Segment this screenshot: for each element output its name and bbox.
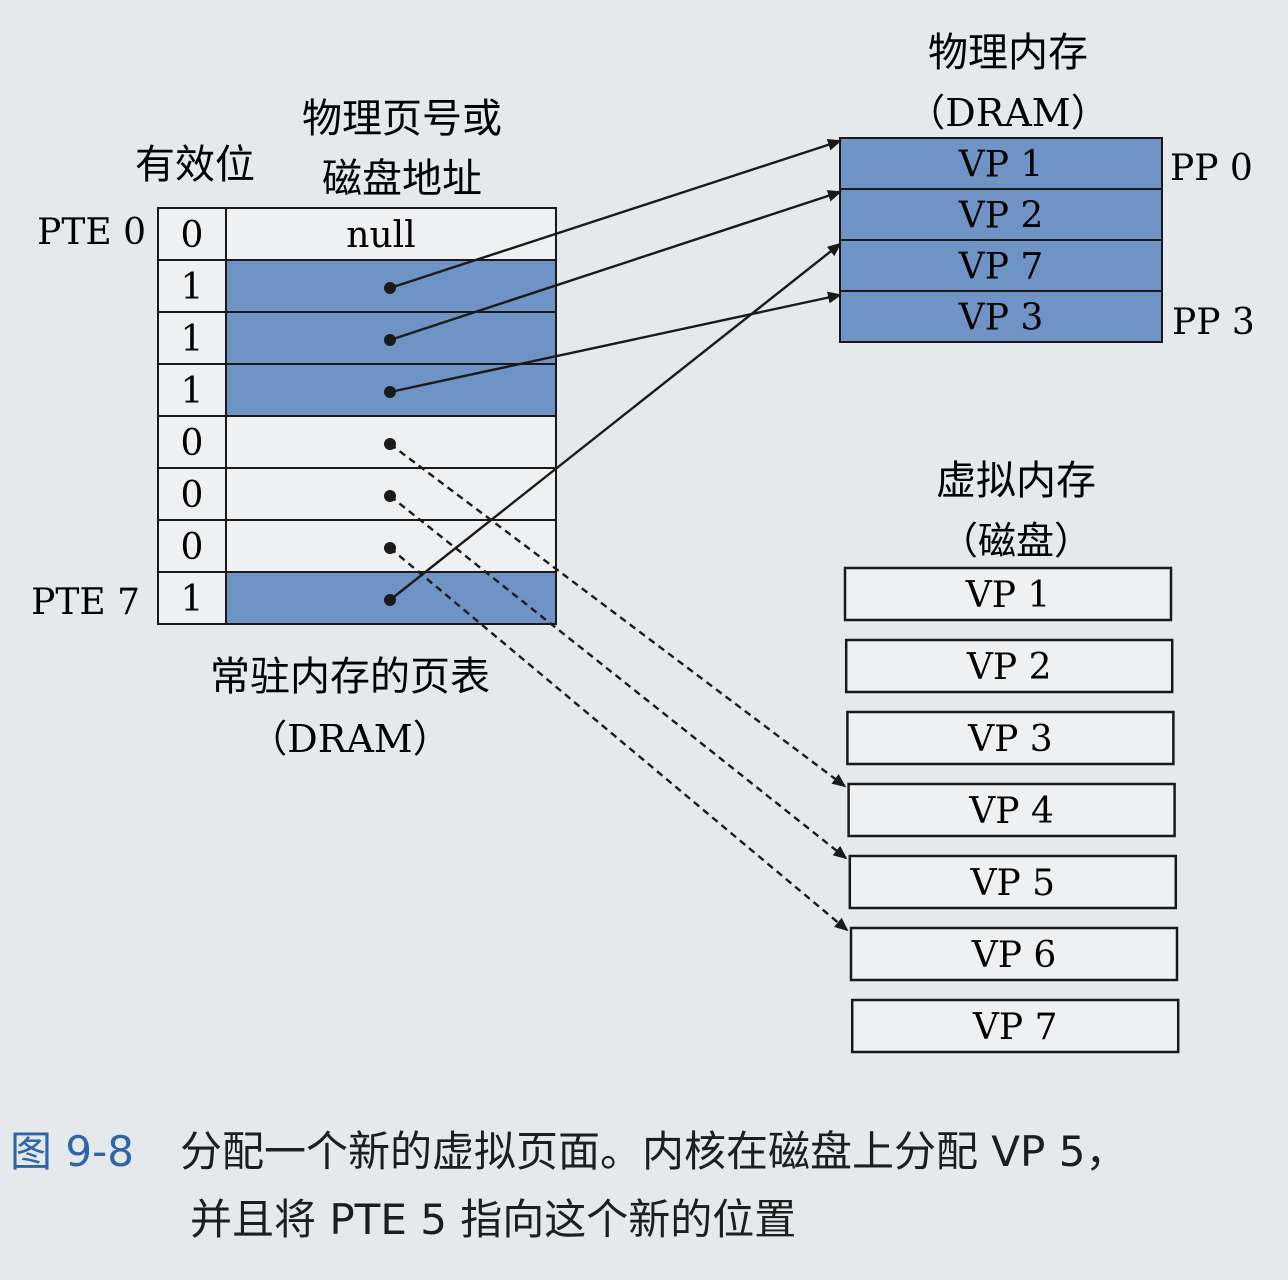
virtual-page-1: VP 2	[844, 638, 1174, 694]
address-header-line1: 物理页号或	[302, 96, 502, 142]
virtual-memory-disk: VP 1 VP 2 VP 3 VP 4 VP 5 VP 6 VP 7	[843, 566, 1180, 1054]
virtual-page-cell	[847, 782, 1176, 838]
pte-valid-bit: 1	[181, 267, 204, 308]
virtual-page-label: VP 4	[968, 791, 1054, 832]
physical-page-cell	[839, 137, 1163, 190]
pte-valid-bit: 0	[181, 475, 204, 516]
page-table-subtitle: （DRAM）	[249, 717, 450, 761]
pte-valid-bit: 1	[181, 319, 204, 360]
physical-page-1: VP 2	[839, 188, 1163, 241]
virtual-page-label: VP 5	[970, 863, 1056, 904]
pte-valid-bit: 0	[181, 215, 204, 256]
virtual-page-cell	[846, 710, 1175, 766]
pte-7-arrow	[389, 242, 842, 601]
physical-memory-subtitle: （DRAM）	[907, 91, 1108, 135]
pte-valid-bit: 1	[181, 579, 204, 620]
physical-page-label: VP 1	[958, 145, 1044, 186]
virtual-page-label: VP 7	[972, 1007, 1058, 1048]
pte-address-text: null	[346, 215, 415, 256]
virtual-page-label: VP 1	[965, 575, 1051, 616]
caption-line-1: 分配一个新的虚拟页面。内核在磁盘上分配 VP 5，	[179, 1127, 1128, 1176]
page-table: 0 null 1 1 1 0 0 0 1	[157, 207, 557, 625]
pte-arrows	[389, 139, 849, 932]
virtual-page-label: VP 6	[971, 935, 1057, 976]
pte-row-2: 1	[157, 311, 557, 365]
physical-page-2: VP 7	[839, 239, 1163, 292]
virtual-page-2: VP 3	[846, 710, 1175, 766]
virtual-page-3: VP 4	[847, 782, 1176, 838]
pte-6-arrow	[389, 547, 849, 932]
virtual-page-cell	[844, 638, 1174, 694]
physical-page-0: VP 1	[839, 137, 1163, 190]
physical-page-cell	[839, 290, 1163, 343]
virtual-page-cell	[849, 926, 1179, 982]
address-header-line2: 磁盘地址	[322, 156, 482, 202]
pte-0-label: PTE 0	[37, 212, 146, 253]
pte-2-arrow	[389, 190, 842, 342]
virtual-page-cell	[850, 998, 1180, 1054]
virtual-memory-subtitle: （磁盘）	[940, 519, 1092, 563]
pte-row-3: 1	[157, 363, 557, 417]
physical-page-label: VP 3	[958, 298, 1044, 339]
physical-memory-title: 物理内存	[928, 30, 1088, 76]
physical-page-cell	[839, 188, 1163, 241]
page-table-title: 常驻内存的页表	[210, 654, 490, 700]
pte-7-label: PTE 7	[31, 582, 140, 623]
pte-valid-bit: 0	[181, 527, 204, 568]
pte-row-6: 0	[157, 519, 557, 573]
virtual-page-4: VP 5	[848, 854, 1178, 910]
virtual-page-5: VP 6	[849, 926, 1179, 982]
pte-row-4: 0	[157, 415, 557, 469]
caption-line-2: 并且将 PTE 5 指向这个新的位置	[190, 1195, 797, 1244]
figure-number: 图 9-8	[10, 1127, 134, 1176]
virtual-page-label: VP 2	[966, 647, 1052, 688]
pte-valid-bit: 0	[181, 423, 204, 464]
virtual-page-cell	[848, 854, 1178, 910]
physical-page-label: VP 7	[958, 247, 1044, 288]
valid-bit-header: 有效位	[135, 142, 255, 188]
pte-3-arrow	[389, 291, 842, 394]
pp-0-label: PP 0	[1170, 148, 1253, 189]
physical-page-3: VP 3	[839, 290, 1163, 343]
virtual-page-cell	[843, 566, 1173, 622]
pte-4-arrow	[389, 443, 847, 788]
virtual-page-label: VP 3	[967, 719, 1053, 760]
virtual-page-0: VP 1	[843, 566, 1173, 622]
pp-3-label: PP 3	[1172, 302, 1255, 343]
physical-memory: VP 1 VP 2 VP 7 VP 3	[839, 137, 1163, 343]
pte-valid-cell	[157, 467, 227, 521]
virtual-page-6: VP 7	[850, 998, 1180, 1054]
pte-row-5: 0	[157, 467, 557, 521]
pte-valid-bit: 1	[181, 371, 204, 412]
pte-row-0: 0 null	[157, 207, 557, 261]
pte-5-arrow	[389, 495, 848, 860]
pte-valid-cell	[157, 571, 227, 625]
pte-valid-cell	[157, 363, 227, 417]
figure-caption: 图 9-8 分配一个新的虚拟页面。内核在磁盘上分配 VP 5， 并且将 PTE 5…	[10, 1118, 1280, 1254]
physical-page-label: VP 2	[958, 196, 1044, 237]
pte-1-arrow	[389, 139, 842, 290]
physical-page-cell	[839, 239, 1163, 292]
pte-valid-cell	[157, 207, 227, 261]
virtual-memory-title: 虚拟内存	[936, 458, 1096, 504]
